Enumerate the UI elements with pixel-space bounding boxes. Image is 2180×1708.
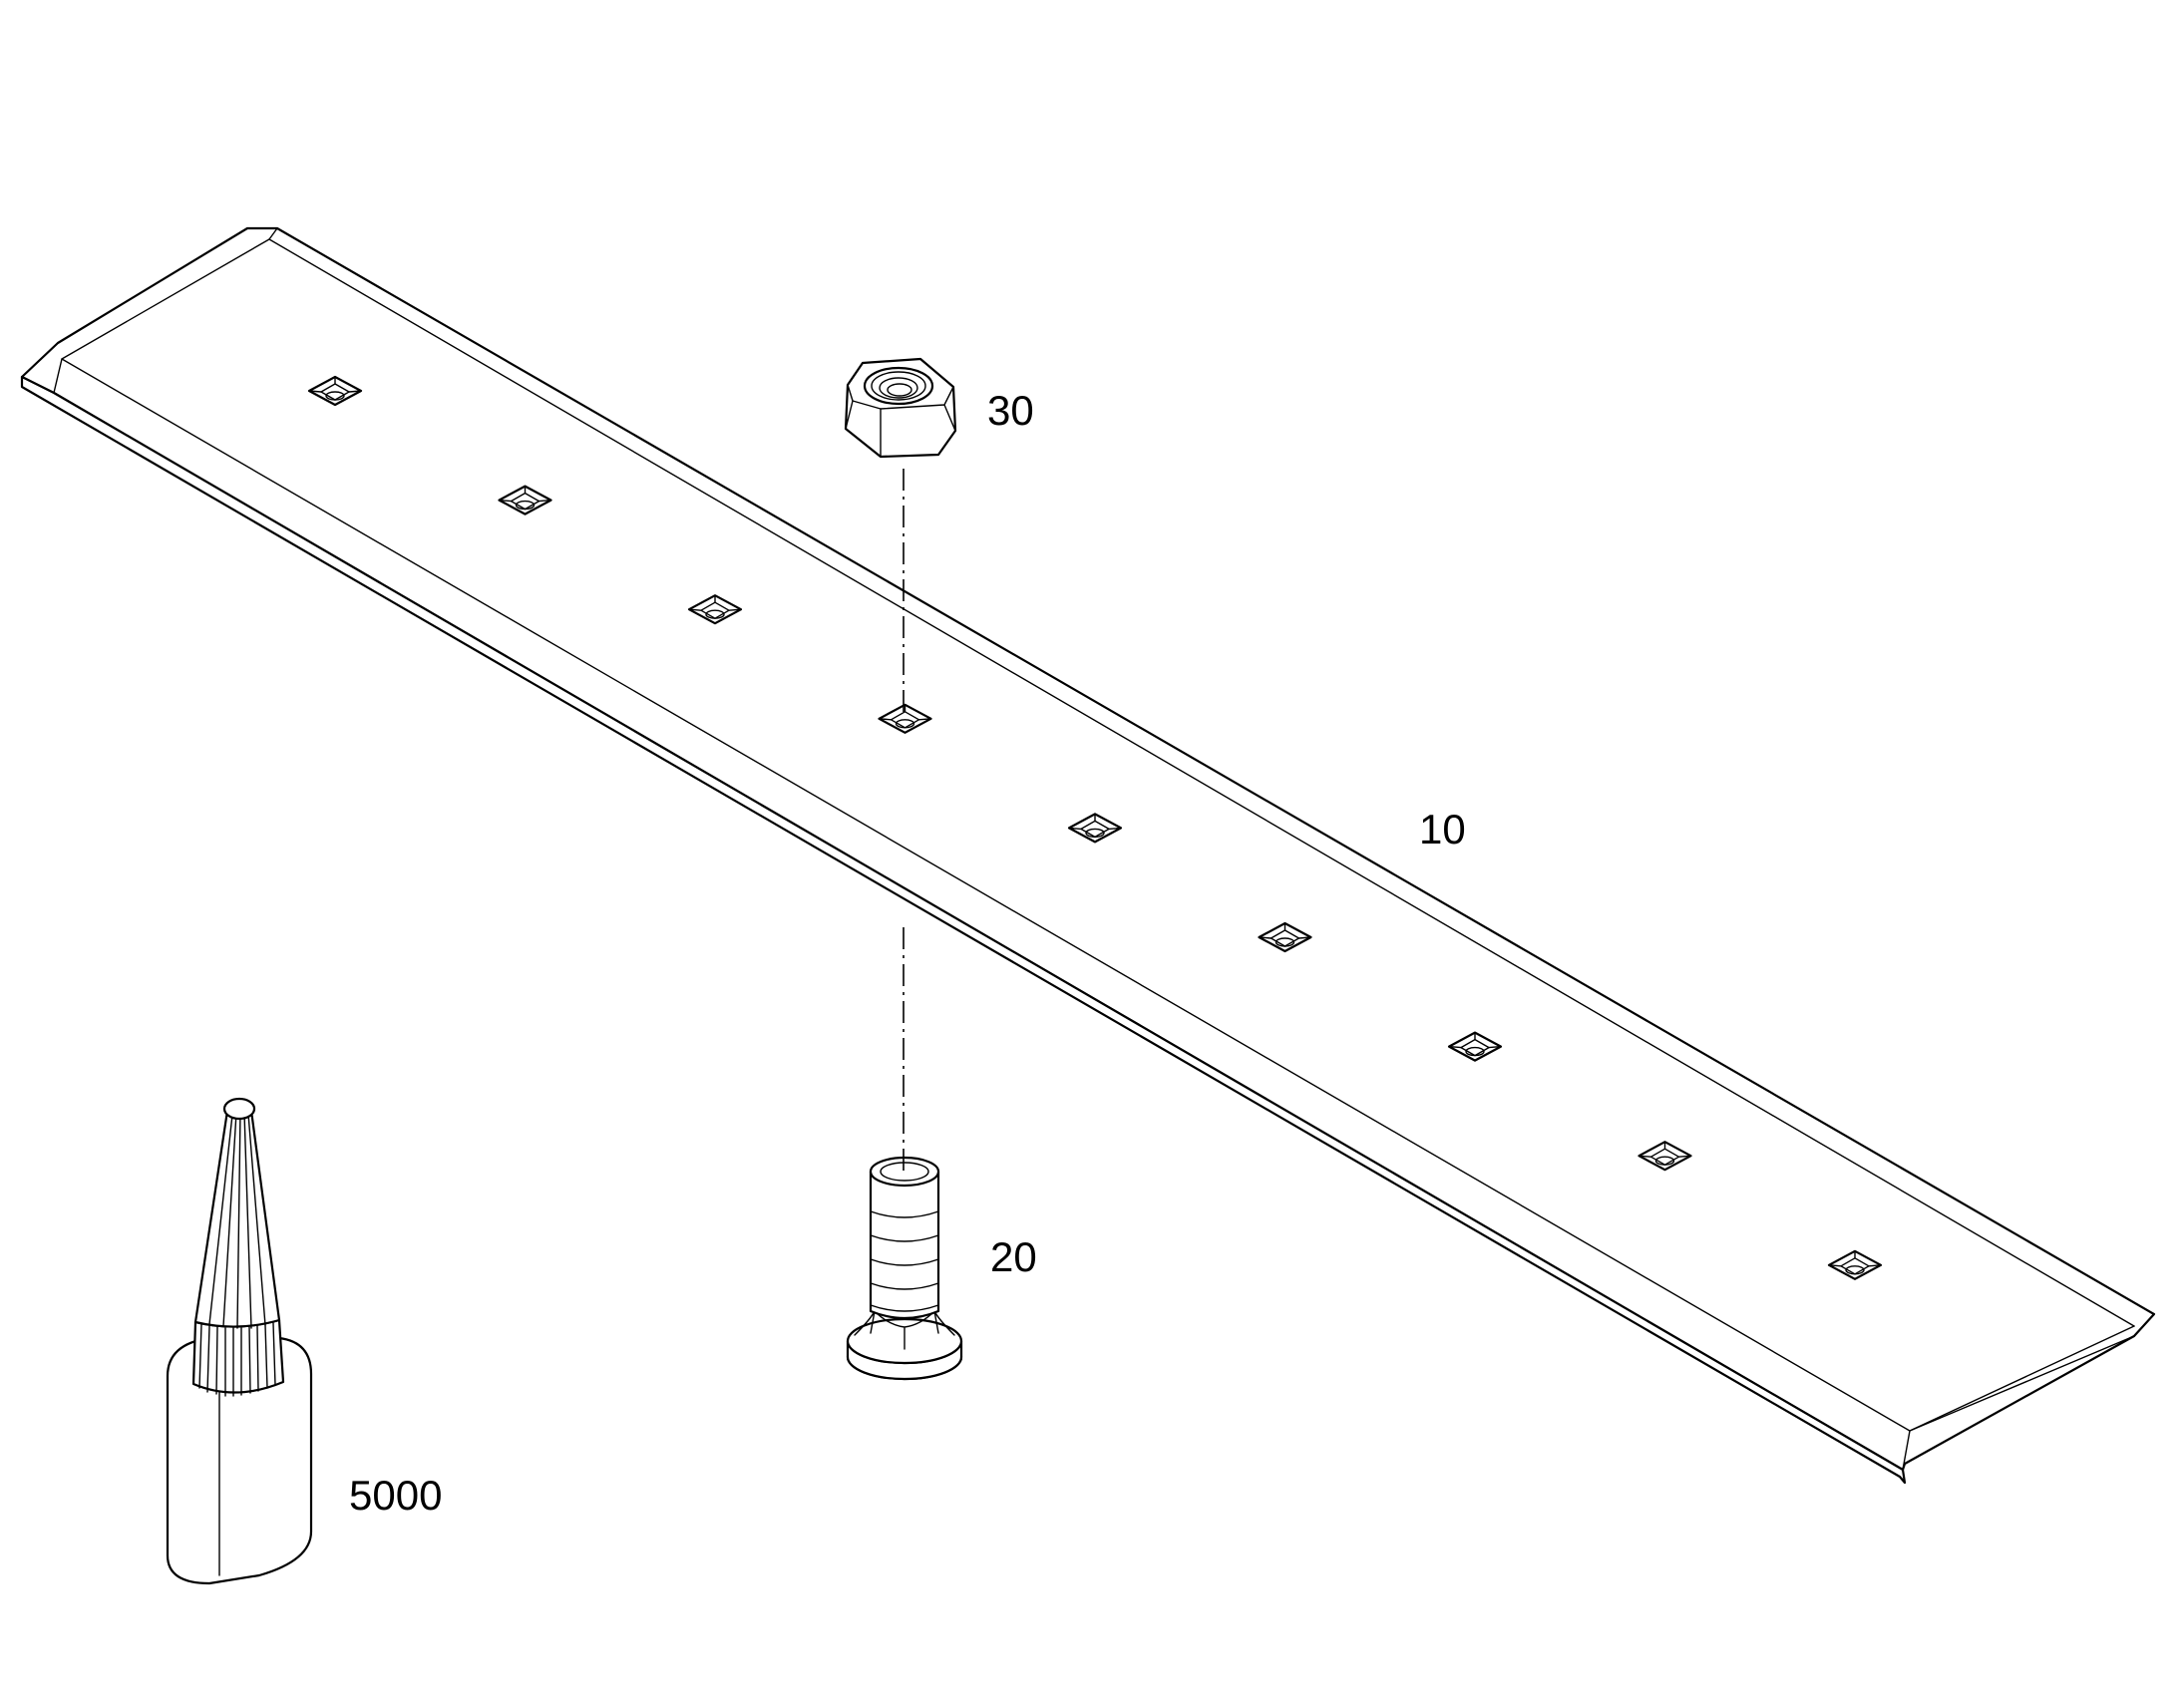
blade-top-face (20, 226, 2156, 1472)
bolt-hole-bore (1465, 1046, 1485, 1057)
bolt-hole-edges (1068, 813, 1122, 831)
bottle-body (166, 1336, 313, 1585)
bottle-nozzle-tip (222, 1097, 256, 1121)
blade-right-bevel (1902, 1313, 2155, 1471)
nut-bore-thread-2 (879, 377, 918, 399)
blade-front-bevel-line (61, 358, 1911, 1432)
bolt-hole (498, 485, 552, 515)
nut-bore-thread-1 (871, 371, 926, 401)
bolt-hole-bore (325, 391, 345, 401)
bolt-thread-lines (870, 1210, 939, 1312)
bolt-hole-edges (498, 485, 552, 503)
callout-bolt: 20 (990, 1233, 1037, 1280)
hex-nut (844, 357, 957, 459)
bolt-hole-edges (688, 594, 742, 611)
bolt-hole (1637, 1141, 1692, 1172)
bolt-hole-edges (1448, 1031, 1502, 1049)
bolt-hole-countersink (1258, 921, 1312, 953)
bolt-hole (1447, 1031, 1503, 1062)
plow-bolt (846, 1156, 963, 1381)
callout-adhesive: 5000 (349, 1472, 442, 1519)
bolt-end-chamfer (880, 1162, 929, 1182)
bolt-hole (1258, 921, 1312, 953)
bolt-hole-countersink (1447, 1031, 1503, 1062)
bolt-hole (1827, 1249, 1883, 1280)
bolt-hole-edges (1828, 1250, 1882, 1267)
nut-bore-inner (887, 383, 912, 397)
bolt-hole-countersink (1637, 1141, 1692, 1172)
blade-left-bevel (57, 227, 248, 344)
blade-front-edge (20, 375, 1907, 1485)
bolt-hole-bore (705, 609, 725, 619)
bolt-hole-bore (515, 500, 536, 511)
bolt-hole (878, 703, 932, 734)
bottle-cap-ribs (198, 1322, 276, 1397)
bolt-hole-bore (1085, 828, 1105, 839)
bolt-hole-edges (1258, 922, 1312, 939)
bolt-hole (307, 375, 363, 407)
bolt-hole (687, 594, 743, 625)
bolt-hole-countersink (307, 375, 363, 407)
bolt-hole-countersink (1827, 1249, 1883, 1280)
bolt-hole-edges (308, 376, 362, 393)
cutting-edge-blade (20, 226, 2156, 1485)
bolt-hole-bore (895, 719, 915, 729)
callout-blade: 10 (1419, 806, 1466, 853)
bolt-hole-edges (878, 704, 932, 721)
thread-locker-bottle (166, 1097, 313, 1585)
blade-right-bevel-inner (1909, 1325, 2135, 1432)
bottle-cap-base (191, 1318, 285, 1394)
bolt-neck-lobes (854, 1310, 955, 1350)
bolt-hole-countersink (878, 703, 932, 734)
bolt-holes (307, 375, 1883, 1280)
bolt-shank (869, 1170, 940, 1320)
nut-bore-outer (863, 366, 934, 406)
bolt-hole-countersink (1067, 813, 1123, 844)
bolt-hole-edges (1637, 1141, 1692, 1158)
bolt-hole-bore (1845, 1265, 1865, 1275)
bottle-nozzle-ridges (208, 1111, 266, 1329)
bolt-hole-bore (1274, 937, 1295, 947)
bolt-hole-countersink (687, 594, 743, 625)
bolt-hole-countersink (498, 485, 552, 515)
bolt-hole-bore (1654, 1156, 1675, 1166)
callout-nut: 30 (987, 387, 1034, 434)
nut-side-faces (845, 384, 956, 458)
bolt-hole (1067, 813, 1123, 844)
